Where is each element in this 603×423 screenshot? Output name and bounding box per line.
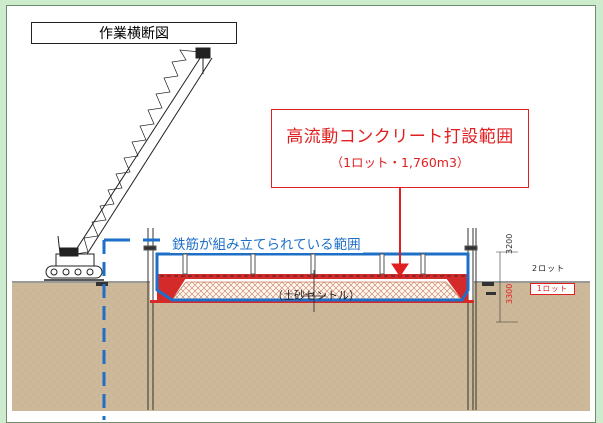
crawler-crane-icon <box>44 47 213 281</box>
callout-main-text: 高流動コンクリート打設範囲 <box>286 127 514 147</box>
lot2-label: 2ロット <box>532 264 566 273</box>
soil-centle-hatch <box>172 282 462 300</box>
pour-range-callout: 高流動コンクリート打設範囲 （1ロット・1,760m3） <box>271 109 529 188</box>
dimension-lower: 3300 <box>505 283 514 304</box>
lot1-label: 1ロット <box>530 283 575 295</box>
support-posts <box>143 245 478 275</box>
rebar-dash-marker <box>102 238 160 420</box>
soil-centle-label: （土砂セントル） <box>272 289 360 302</box>
dimension-lines <box>496 251 518 323</box>
rebar-range-box <box>155 252 470 302</box>
callout-sub-text: （1ロット・1,760m3） <box>330 155 470 170</box>
callout-arrow <box>391 188 409 277</box>
dimension-upper: 3200 <box>505 233 514 254</box>
rebar-range-label: 鉄筋が組み立てられている範囲 <box>170 233 363 253</box>
diagram-title: 作業横断図 <box>31 22 237 44</box>
ground-soil <box>12 283 590 411</box>
base-details <box>96 282 496 295</box>
